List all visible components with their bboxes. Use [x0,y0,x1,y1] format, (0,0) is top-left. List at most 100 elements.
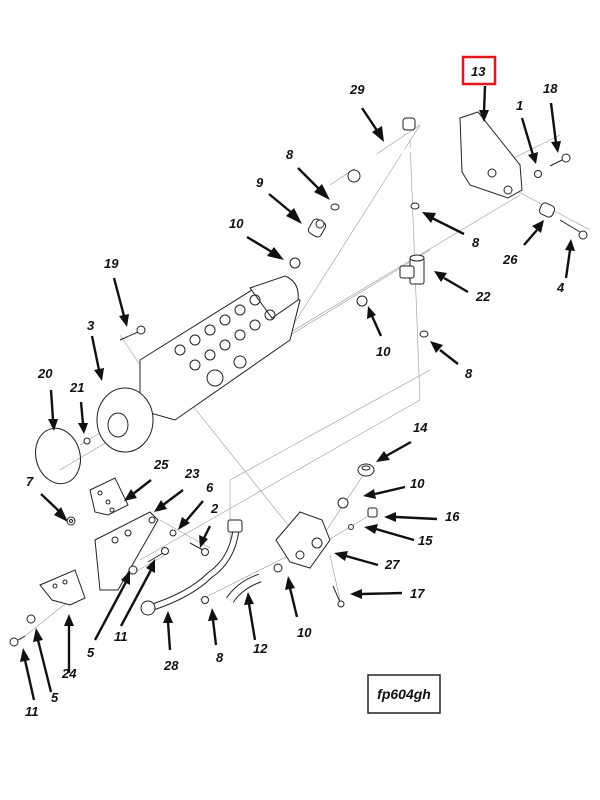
arrow-15 [364,524,415,542]
callout-10[interactable]: 10 [376,344,391,359]
arrow-11b [20,648,36,701]
callout-13[interactable]: 13 [471,64,486,79]
arrow-10d [285,576,299,618]
o-ring-8-top [330,203,340,211]
arrow-18 [549,102,561,153]
callout-labels: 13 29 1 18 8 9 10 8 26 4 22 19 3 10 8 20… [25,55,565,719]
bolt-17 [332,585,345,608]
callout-8[interactable]: 8 [286,147,294,162]
arrow-21 [78,401,88,434]
callout-15[interactable]: 15 [418,533,433,548]
bolt-11-mid [147,547,169,563]
callout-22[interactable]: 22 [475,289,491,304]
bolt-4 [559,219,588,240]
callout-27[interactable]: 27 [384,557,400,572]
arrow-11a [119,559,155,627]
callout-2[interactable]: 2 [210,501,219,516]
arrow-12 [244,592,257,641]
callout-6[interactable]: 6 [206,480,214,495]
arrow-28 [163,611,173,651]
callout-25[interactable]: 25 [153,457,169,472]
arrow-9 [268,193,302,224]
callout-28[interactable]: 28 [163,658,179,673]
callout-18[interactable]: 18 [543,81,558,96]
o-ring-8-right [410,202,420,210]
bracket-23 [94,511,159,591]
arrow-8c [430,341,459,365]
nut-7 [66,516,76,526]
arrow-8a [297,167,330,200]
arrow-5b [33,628,53,693]
bracket-25 [89,477,129,516]
callout-19[interactable]: 19 [104,256,119,271]
arrow-10a [246,235,284,260]
callout-3[interactable]: 3 [87,318,95,333]
callout-17[interactable]: 17 [410,586,425,601]
spacer-26 [538,202,556,218]
callout-29[interactable]: 29 [349,82,365,97]
arrow-24 [64,614,74,673]
arrow-7 [40,493,68,522]
callout-4[interactable]: 4 [556,280,565,295]
callout-5[interactable]: 5 [87,645,95,660]
callout-5[interactable]: 5 [51,690,59,705]
arrow-25 [124,479,152,501]
cap-14 [357,463,375,477]
bolt-11-low [9,635,26,647]
o-ring-10-top [289,257,301,269]
bracket-13 [459,111,523,199]
callout-16[interactable]: 16 [445,509,460,524]
o-ring-8-mid [419,330,429,338]
callout-10[interactable]: 10 [229,216,244,231]
arrow-20 [48,389,58,431]
arrow-10c [363,485,406,499]
callout-12[interactable]: 12 [253,641,268,656]
callout-11[interactable]: 11 [25,704,39,719]
callout-21[interactable]: 21 [69,380,84,395]
callout-8[interactable]: 8 [216,650,224,665]
washer-5-mid [128,565,138,575]
callout-23[interactable]: 23 [184,466,200,481]
arrow-5a [93,571,130,641]
o-ring-10-mid [356,295,368,307]
callout-11[interactable]: 11 [114,629,128,644]
tee-22 [399,254,425,285]
bolt-19 [119,325,146,341]
arrow-1 [520,117,538,164]
arrow-23 [154,489,184,512]
callout-7[interactable]: 7 [26,474,34,489]
callout-26[interactable]: 26 [502,252,518,267]
callout-20[interactable]: 20 [37,366,53,381]
callout-arrows [20,85,575,701]
callout-14[interactable]: 14 [413,420,428,435]
fuel-pump-3 [96,275,301,453]
elbow-12 [226,573,262,603]
arrow-4 [564,239,575,279]
callout-24[interactable]: 24 [61,666,77,681]
arrow-27 [334,551,379,567]
plug-16 [367,507,378,518]
arrow-8b [422,212,465,236]
bracket-24 [39,569,86,606]
arrow-10b [367,306,383,337]
arrow-6 [178,500,204,530]
highlight-box-13 [461,55,497,86]
callout-10[interactable]: 10 [297,625,312,640]
callout-8[interactable]: 8 [472,235,480,250]
callout-10[interactable]: 10 [410,476,425,491]
o-ring-10-block [337,497,349,509]
arrow-2 [199,525,212,548]
arrow-29 [361,107,384,142]
fitting-9 [307,218,327,238]
pipe-28 [140,519,243,616]
bolt-18 [549,153,571,167]
arrow-13 [479,85,489,122]
callout-1[interactable]: 1 [516,98,523,113]
gasket-20 [35,427,81,485]
arrow-14 [376,440,412,462]
washer-1 [534,170,542,178]
o-ring-8-low [201,596,209,604]
callout-8[interactable]: 8 [465,366,473,381]
callout-9[interactable]: 9 [256,175,264,190]
